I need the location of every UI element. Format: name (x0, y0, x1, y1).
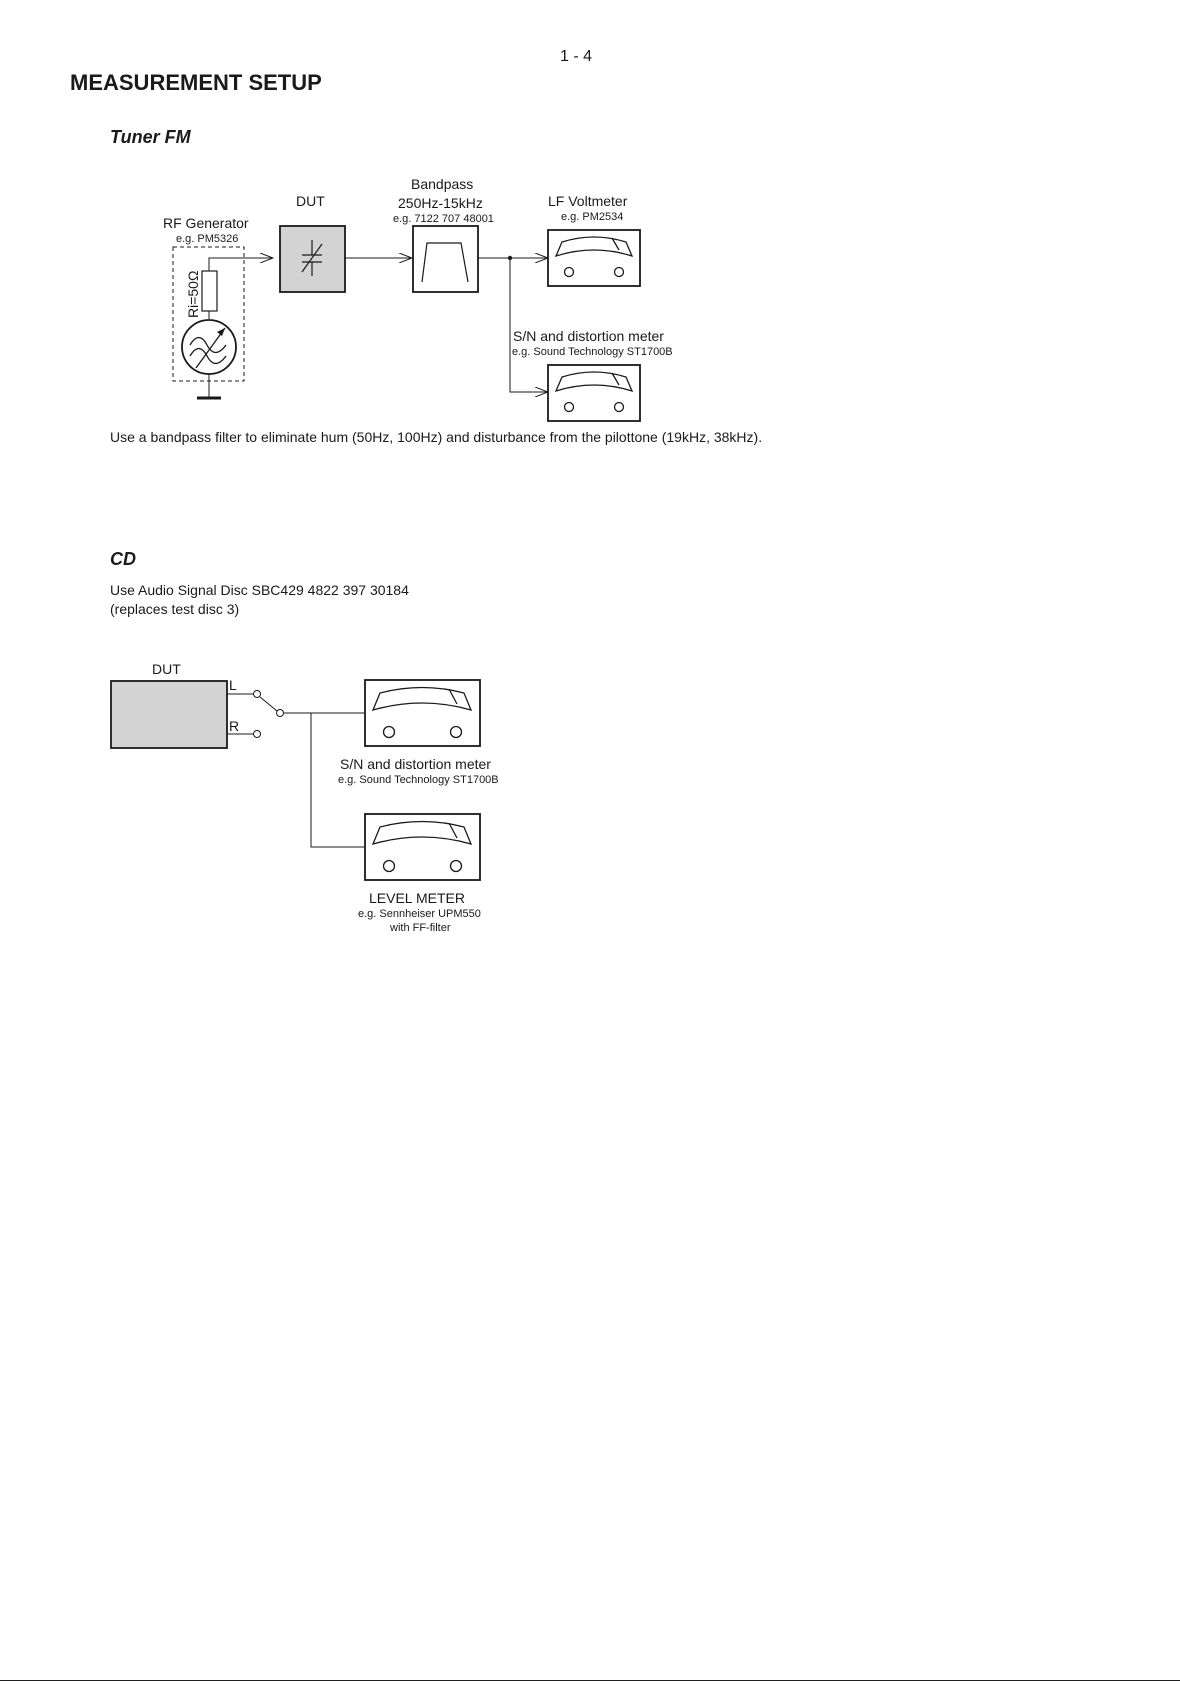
page-title: MEASUREMENT SETUP (70, 70, 322, 95)
tuner-sn-meter-label: S/N and distortion meter (513, 328, 664, 344)
cd-sn-meter-icon (364, 679, 481, 747)
lf-voltmeter-label: LF Voltmeter (548, 193, 628, 209)
rf-generator-label: RF Generator (163, 215, 249, 231)
variable-capacitor-icon (301, 240, 323, 276)
signal-generator-icon (181, 319, 237, 375)
bandpass-example: e.g. 7122 707 48001 (393, 213, 494, 225)
channel-l-label: L (229, 677, 237, 693)
channel-switch-icon (227, 690, 365, 848)
level-meter-icon (364, 813, 481, 881)
cd-dut-label: DUT (152, 661, 181, 677)
channel-r-label: R (229, 718, 239, 734)
tuner-dut-label: DUT (296, 193, 325, 209)
resistor-icon (201, 270, 218, 312)
tuner-sn-meter-icon (547, 364, 641, 422)
rf-generator (172, 246, 273, 400)
cd-disc-info: Use Audio Signal Disc SBC429 4822 397 30… (110, 582, 409, 598)
level-meter-example: e.g. Sennheiser UPM550 (358, 908, 481, 920)
rf-generator-example: e.g. PM5326 (176, 233, 238, 245)
bandpass-range: 250Hz-15kHz (398, 195, 483, 211)
level-meter-label: LEVEL METER (369, 890, 465, 906)
resistor-label: Ri=50Ω (185, 271, 201, 318)
lf-voltmeter-icon (547, 229, 641, 287)
tuner-dut-box (279, 225, 346, 293)
section-heading-cd: CD (110, 549, 136, 569)
section-heading-tuner: Tuner FM (110, 127, 191, 147)
footer-rule (0, 1680, 1180, 1681)
bandpass-label: Bandpass (411, 176, 473, 192)
bandpass-filter-box (412, 225, 479, 293)
cd-dut-box (110, 680, 228, 749)
tuner-note: Use a bandpass filter to eliminate hum (… (110, 429, 763, 445)
lf-voltmeter-example: e.g. PM2534 (561, 211, 623, 223)
cd-disc-note: (replaces test disc 3) (110, 601, 240, 617)
cd-sn-meter-label: S/N and distortion meter (340, 756, 491, 772)
bandpass-icon (421, 242, 469, 283)
cd-sn-meter-example: e.g. Sound Technology ST1700B (338, 774, 499, 786)
level-meter-example2: with FF-filter (389, 922, 451, 934)
page-number: 1 - 4 (560, 48, 593, 65)
tuner-sn-meter-example: e.g. Sound Technology ST1700B (512, 346, 673, 358)
